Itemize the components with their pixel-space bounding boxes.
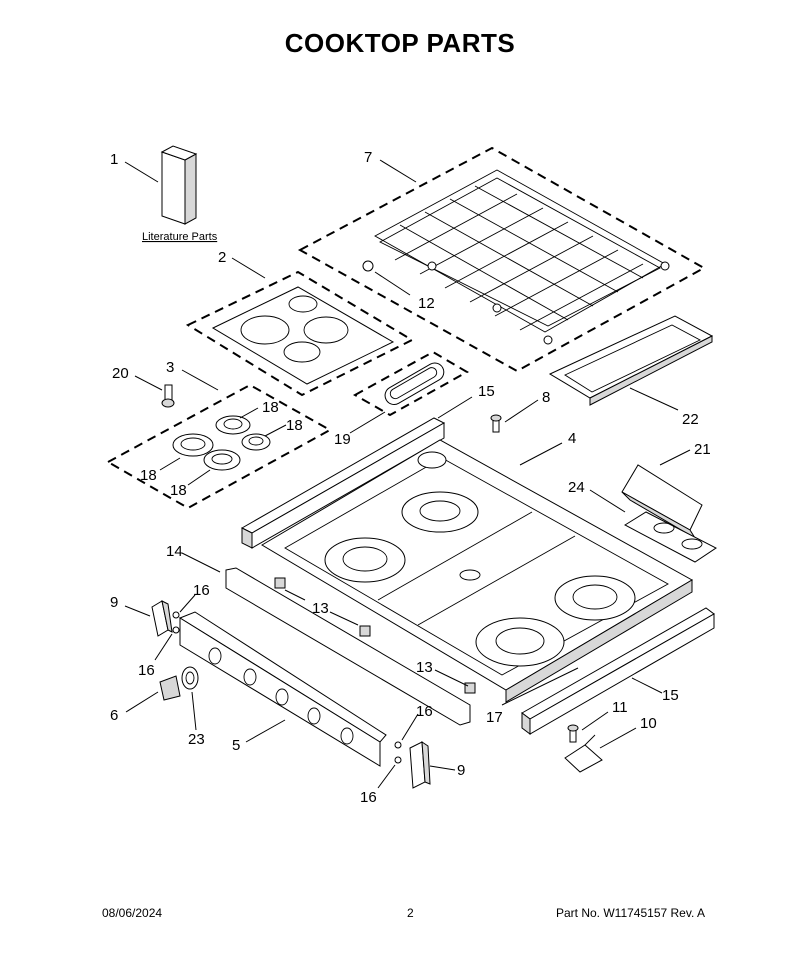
control-panel (178, 611, 387, 767)
oval-trim-group (352, 350, 470, 417)
callout-18-top: 18 (262, 399, 279, 416)
callout-7: 7 (364, 149, 372, 166)
callout-21: 21 (694, 441, 711, 458)
end-cap-right (409, 741, 431, 789)
callout-5: 5 (232, 737, 240, 754)
footer-part-number: Part No. W11745157 Rev. A (556, 906, 705, 920)
control-knob (159, 666, 199, 701)
grate-group (297, 146, 707, 373)
callout-13-upper: 13 (312, 600, 329, 617)
callout-6: 6 (110, 707, 118, 724)
callout-15-lower: 15 (662, 687, 679, 704)
burner-cap-right (241, 433, 271, 451)
callout-14: 14 (166, 543, 183, 560)
callout-16-upper-left: 16 (193, 582, 210, 599)
callout-11: 11 (612, 699, 628, 716)
side-trim-back (240, 417, 446, 549)
callout-17: 17 (486, 709, 503, 726)
screws-16 (172, 611, 402, 764)
page-title: COOKTOP PARTS (284, 28, 516, 58)
callout-19: 19 (334, 431, 351, 448)
burner-cap-large-left (172, 433, 214, 457)
callout-4: 4 (568, 430, 576, 447)
callout-15-upper: 15 (478, 383, 495, 400)
cooktop-tray (261, 439, 694, 703)
callout-20: 20 (112, 365, 129, 382)
callout-8: 8 (542, 389, 550, 406)
callout-16-lower-right: 16 (360, 789, 377, 806)
screw-11 (567, 724, 579, 743)
callout-10: 10 (640, 715, 657, 732)
burner-cap-top (215, 415, 251, 435)
griddle-drip-tray (621, 464, 717, 563)
callout-12: 12 (418, 295, 435, 312)
callout-18-right: 18 (286, 417, 303, 434)
callout-16-upper-right: 16 (416, 703, 433, 720)
igniter-bracket (564, 734, 603, 773)
screw-8 (490, 414, 502, 433)
knob-stem (161, 384, 175, 408)
literature-label: Literature Parts (142, 231, 218, 243)
callout-2: 2 (218, 249, 226, 266)
callout-22: 22 (682, 411, 699, 428)
callout-labels: 1 7 2 12 3 20 18 18 18 18 15 19 8 22 4 2… (110, 149, 711, 806)
burner-cap-bottom (203, 449, 241, 471)
burner-caps-group (105, 383, 333, 510)
callout-13-lower: 13 (416, 659, 433, 676)
footer-date: 08/06/2024 (102, 906, 163, 920)
callout-3: 3 (166, 359, 174, 376)
literature-booklet (160, 145, 198, 225)
front-bracket (225, 567, 476, 726)
griddle-plate (548, 315, 714, 406)
callout-18-left: 18 (140, 467, 157, 484)
cooktop-glass-group (185, 270, 415, 397)
callout-16-lower-left: 16 (138, 662, 155, 679)
callout-23: 23 (188, 731, 205, 748)
leader-lines (124, 159, 691, 789)
callout-9-right: 9 (457, 762, 465, 779)
end-cap-left (151, 600, 173, 637)
callout-9-left: 9 (110, 594, 118, 611)
callout-24: 24 (568, 479, 585, 496)
callout-18-bottom: 18 (170, 482, 187, 499)
side-trim-front (521, 607, 715, 735)
callout-1: 1 (110, 151, 118, 168)
footer-page-number: 2 (407, 906, 414, 920)
